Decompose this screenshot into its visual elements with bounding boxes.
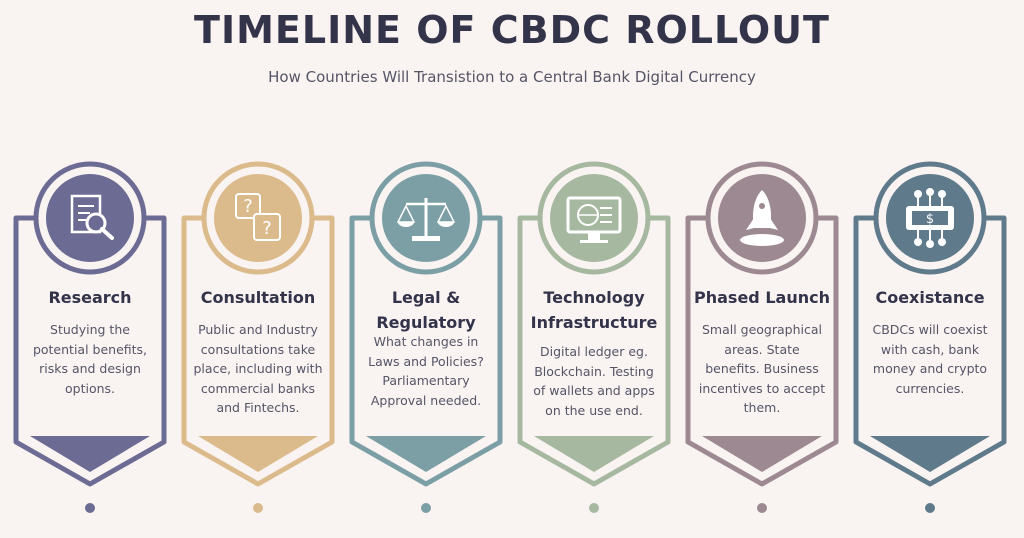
rocket-icon [740, 190, 784, 246]
step-frame: $ [853, 161, 1007, 513]
chevron-down-icon [534, 436, 654, 472]
step-frame [517, 161, 671, 513]
digital-dollar-icon: $ [906, 188, 954, 248]
step-frame: ?? [181, 161, 335, 513]
svg-text:?: ? [262, 218, 272, 239]
timeline-dot [757, 503, 767, 513]
monitor-globe-icon [566, 196, 622, 243]
step-frame [349, 161, 503, 513]
step-heading: Legal & Regulatory [376, 288, 476, 332]
step-heading: Coexistance [875, 288, 985, 307]
chevron-down-icon [870, 436, 990, 472]
step-description: Public and Industry consultations take p… [193, 322, 323, 415]
step-frame [13, 161, 167, 513]
chevron-down-icon [198, 436, 318, 472]
step-heading: Technology Infrastructure [530, 288, 658, 332]
page-subtitle: How Countries Will Transistion to a Cent… [268, 68, 756, 86]
chevron-down-icon [30, 436, 150, 472]
timeline-dot [925, 503, 935, 513]
page-title: TIMELINE OF CBDC ROLLOUT [194, 8, 830, 52]
timeline-dot [85, 503, 95, 513]
step-frame [685, 161, 839, 513]
step-description: What changes in Laws and Policies? Parli… [368, 334, 484, 408]
step-heading: Phased Launch [694, 288, 830, 307]
scales-icon [396, 198, 456, 241]
document-search-icon [70, 194, 114, 240]
chevron-down-icon [702, 436, 822, 472]
question-bubbles-icon: ?? [235, 193, 281, 241]
timeline-dot [589, 503, 599, 513]
step-description: Small geographical areas. State benefits… [698, 322, 826, 415]
step-icon-badge [550, 174, 638, 262]
step-heading: Consultation [200, 288, 316, 307]
step-description: Studying the potential benefits, risks a… [32, 322, 148, 396]
step-heading: Research [48, 288, 132, 307]
chevron-down-icon [366, 436, 486, 472]
step-description: Digital ledger eg. Blockchain. Testing o… [533, 344, 655, 418]
timeline-dot [421, 503, 431, 513]
step-description: CBDCs will coexist with cash, bank money… [872, 322, 988, 396]
timeline-dot [253, 503, 263, 513]
svg-text:?: ? [243, 196, 253, 217]
svg-text:$: $ [926, 212, 934, 227]
